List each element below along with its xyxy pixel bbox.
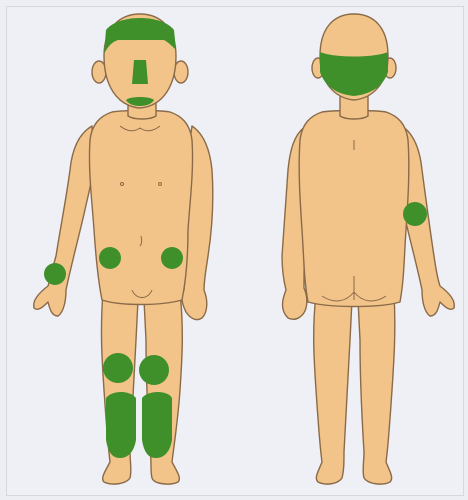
- lesion-left-wrist: [44, 263, 66, 285]
- lesion-left-knee: [103, 353, 133, 383]
- lesion-right-groin: [161, 247, 183, 269]
- lesion-occiput: [320, 52, 388, 96]
- front-torso: [89, 111, 192, 305]
- back-right-leg: [358, 294, 395, 484]
- lesion-left-shin: [106, 392, 136, 458]
- lesion-right-elbow: [403, 202, 427, 226]
- lesion-nose: [132, 60, 148, 84]
- front-right-arm-viewer-left: [34, 126, 94, 316]
- back-left-leg: [314, 294, 352, 484]
- lesion-left-groin: [99, 247, 121, 269]
- lesion-right-shin: [142, 392, 172, 458]
- lesion-right-knee: [139, 355, 169, 385]
